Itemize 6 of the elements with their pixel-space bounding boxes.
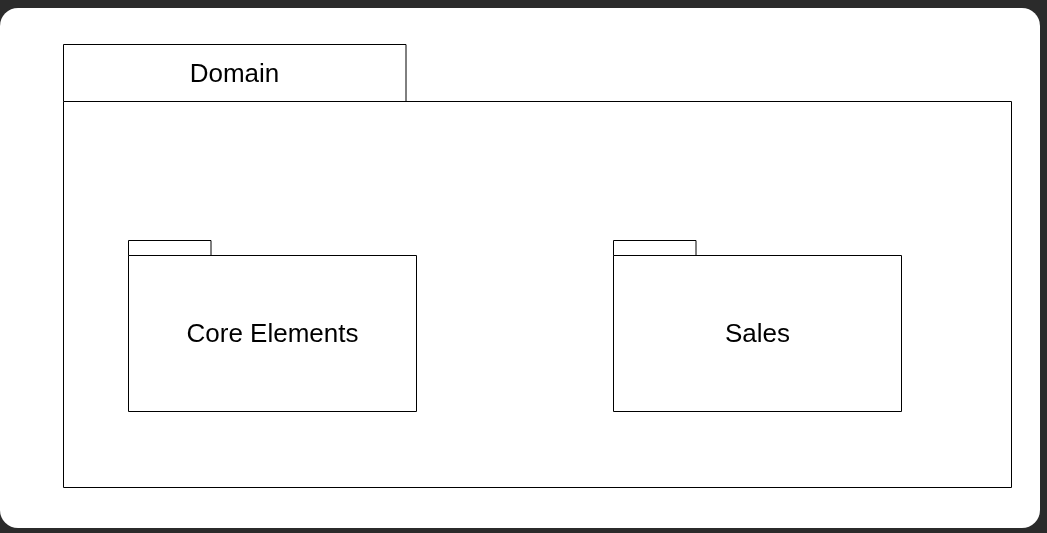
- package-name: Core Elements: [186, 318, 359, 349]
- package: [613, 240, 902, 412]
- package: [128, 240, 417, 412]
- package: [63, 44, 1012, 488]
- package-name: Sales: [724, 318, 790, 349]
- package-name: Domain: [189, 57, 280, 89]
